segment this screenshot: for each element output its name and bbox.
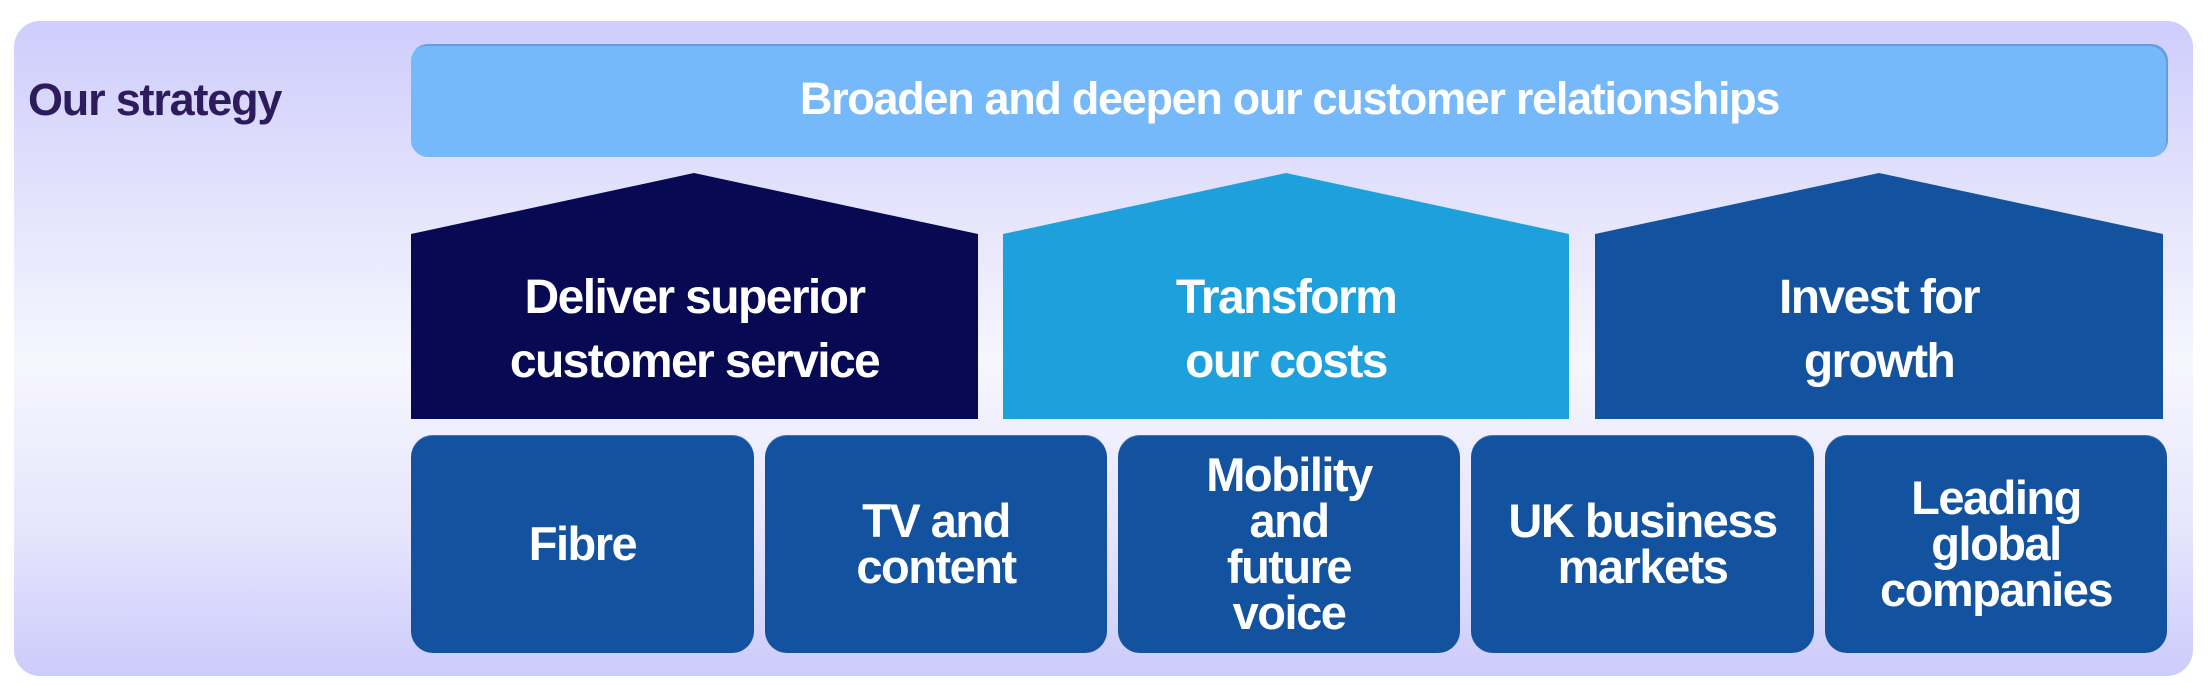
house-shape: [1003, 173, 1569, 419]
focus-area-line: UK business: [1508, 494, 1778, 547]
focus-area-line: Leading: [1911, 471, 2082, 524]
focus-area-line: and: [1249, 494, 1330, 547]
objective-banner-text: Broaden and deepen our customer relation…: [799, 72, 1781, 124]
house-label-line: Transform: [1175, 271, 1398, 324]
focus-area-fibre: Fibre: [411, 435, 754, 653]
focus-area-mobility: Mobility and future voice: [1118, 435, 1460, 653]
focus-area-line: companies: [1879, 563, 2114, 616]
house-label-line: our costs: [1185, 335, 1388, 388]
focus-area-line: markets: [1557, 540, 1729, 593]
house-label: Deliver superior customer service: [411, 266, 978, 394]
focus-area-line: future: [1226, 540, 1353, 593]
objective-banner: Broaden and deepen our customer relation…: [411, 44, 2168, 157]
house-shape: [1595, 173, 2163, 419]
focus-area-line: Fibre: [528, 517, 638, 570]
strategy-title: Our strategy: [28, 74, 282, 125]
focus-area-line: TV and: [862, 494, 1011, 547]
focus-area-line: content: [856, 540, 1017, 593]
house-label-line: Deliver superior: [524, 271, 866, 324]
focus-area-line: voice: [1232, 586, 1347, 639]
house-invest-for-growth: Invest for growth: [1595, 173, 2163, 419]
house-shape: [411, 173, 978, 419]
focus-area-tv-content: TV and content: [765, 435, 1107, 653]
house-label: Invest for growth: [1595, 266, 2163, 394]
house-deliver-customer-service: Deliver superior customer service: [411, 173, 978, 419]
house-transform-costs: Transform our costs: [1003, 173, 1569, 419]
house-label-line: Invest for: [1778, 271, 1981, 324]
house-label-line: growth: [1803, 335, 1956, 388]
house-label: Transform our costs: [1003, 266, 1569, 394]
focus-area-uk-business: UK business markets: [1471, 435, 1814, 653]
house-label-line: customer service: [509, 335, 881, 388]
focus-area-line: Mobility: [1206, 448, 1373, 501]
focus-area-line: global: [1931, 517, 2062, 570]
focus-area-global-companies: Leading global companies: [1825, 435, 2167, 653]
